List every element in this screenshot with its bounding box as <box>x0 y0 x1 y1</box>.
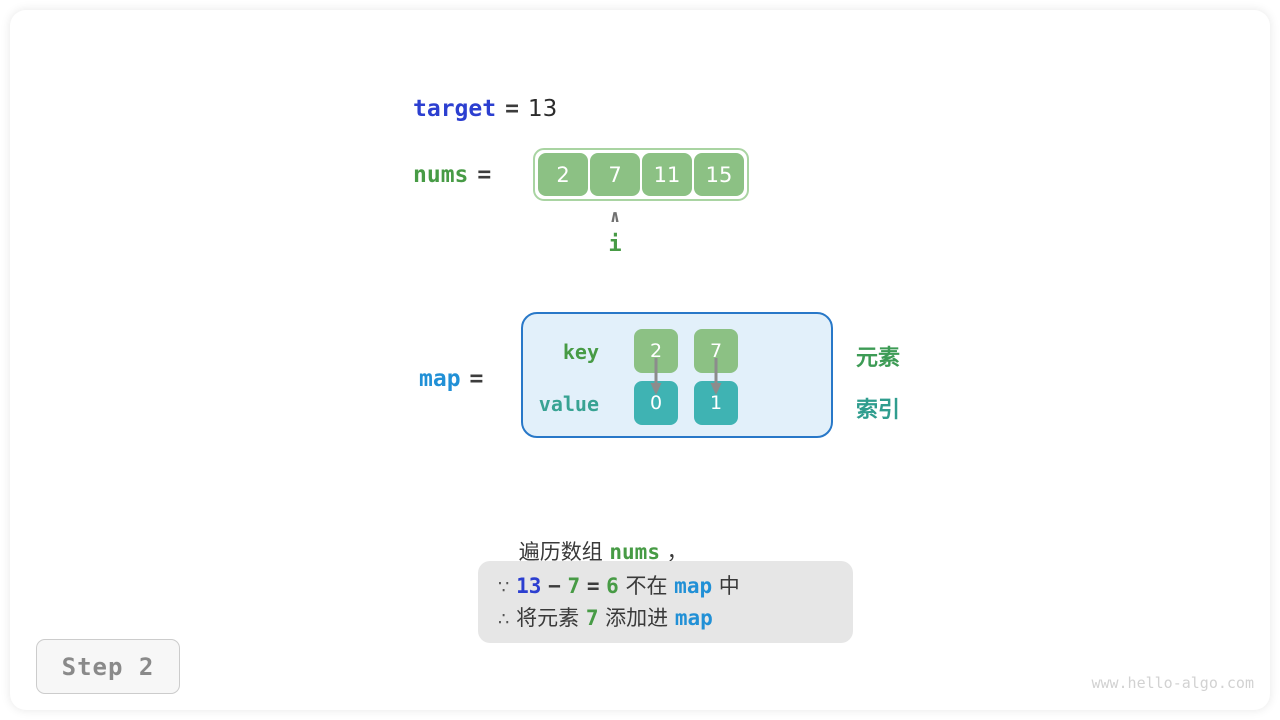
target-variable-name: target <box>413 96 497 122</box>
map-assignment: map = <box>419 364 492 394</box>
target-assignment: target = 13 <box>413 92 557 126</box>
info-target-value: 13 <box>516 574 542 598</box>
therefore-symbol: ∴ <box>498 609 510 630</box>
nums-equals-sign: = <box>477 162 492 188</box>
narration-prefix: 遍历数组 <box>518 540 610 564</box>
step-badge: Step 2 <box>36 639 180 694</box>
info-complement-value: 6 <box>606 574 619 598</box>
info-line2-prefix-text: 将元素 <box>509 606 586 630</box>
array-cell: 15 <box>694 153 744 196</box>
explanation-line-2: ∴ 将元素 7 添加进 map <box>498 603 833 635</box>
info-minus-sign: − <box>548 574 561 598</box>
array-cell: 2 <box>538 153 588 196</box>
watermark-url: www.hello-algo.com <box>1091 674 1254 692</box>
map-variable-name: map <box>419 366 461 392</box>
array-cell: 11 <box>642 153 692 196</box>
nums-array: 2 7 11 15 <box>533 148 749 201</box>
info-equals-sign: = <box>586 574 600 598</box>
target-equals-sign: = <box>505 96 519 122</box>
info-line1-tail-text: 中 <box>712 574 740 598</box>
pointer-caret-icon: ∧ <box>609 207 621 227</box>
info-line1-map-name: map <box>674 574 713 598</box>
explanation-box: ∵ 13 − 7 = 6 不在 map 中 ∴ 将元素 7 添加进 map <box>478 561 853 643</box>
nums-assignment: nums = <box>413 160 500 190</box>
info-line2-element-value: 7 <box>585 606 599 630</box>
info-line2-middle-text: 添加进 <box>598 606 675 630</box>
nums-variable-name: nums <box>413 162 469 188</box>
map-side-label-index: 索引 <box>856 398 901 423</box>
because-symbol: ∵ <box>498 577 510 598</box>
explanation-line-1: ∵ 13 − 7 = 6 不在 map 中 <box>498 571 833 603</box>
narration-line: 遍历数组 nums ， <box>492 512 688 590</box>
info-line1-middle-text: 不在 <box>618 574 675 598</box>
map-key-row-label: key <box>562 340 599 364</box>
info-line2-map-name: map <box>674 606 713 630</box>
narration-suffix: ， <box>659 540 688 564</box>
map-value-row-label: value <box>538 392 599 416</box>
array-cell: 7 <box>590 153 640 196</box>
narration-code-nums: nums <box>609 540 660 564</box>
map-equals-sign: = <box>469 366 484 392</box>
pointer-label-i: i <box>608 232 622 257</box>
map-mapping-arrow-icon <box>710 358 722 395</box>
info-current-element: 7 <box>567 574 581 598</box>
target-value: 13 <box>527 96 558 122</box>
map-value-cell: 1 <box>694 381 738 425</box>
map-mapping-arrow-icon <box>650 358 662 395</box>
map-side-label-element: 元素 <box>856 346 901 371</box>
